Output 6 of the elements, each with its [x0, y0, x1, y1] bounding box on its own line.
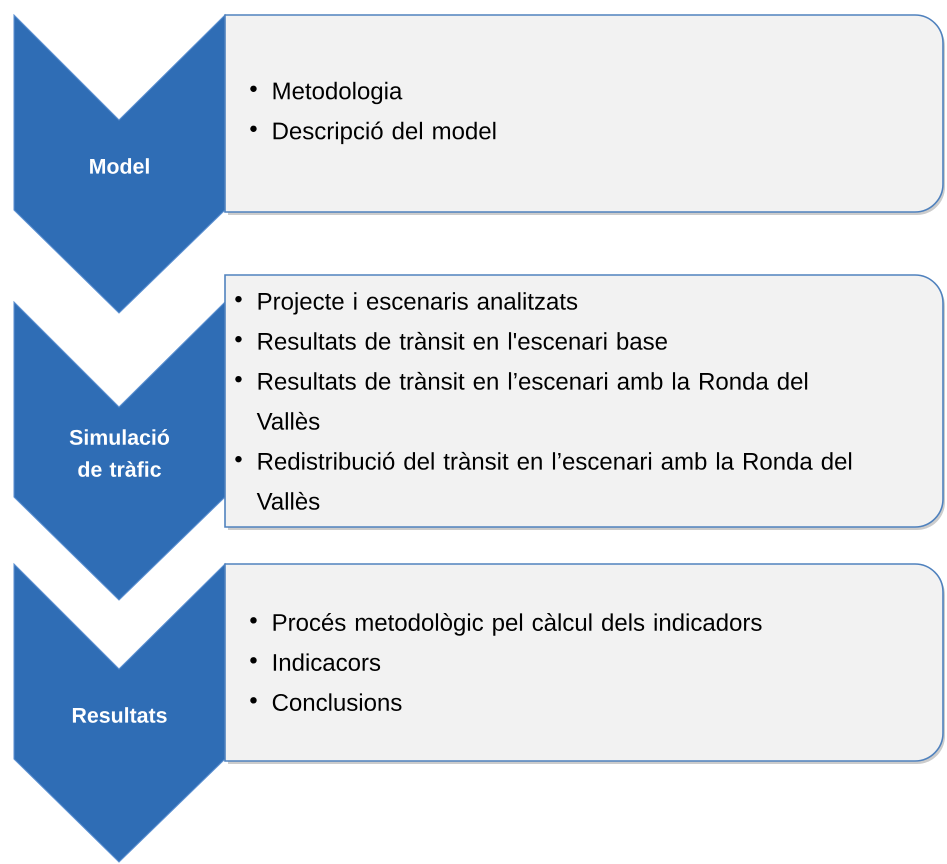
process-step-banner: Simulació de tràfic	[13, 300, 226, 601]
text-box: Projecte i escenaris analitzats Resultats de trànsit en l'escenari base Resultats de trànsit en l’escenari amb la Ronda del Vallès Redistribució del trànsit en l’escenari amb la Ronda del Vallès	[224, 274, 945, 530]
text-box: Metodologia Descripció del model	[224, 14, 945, 215]
text-box: Procés metodològic pel càlcul dels indicadors Indicacors Conclusions	[224, 563, 945, 764]
process-step-banner: Model	[13, 14, 226, 314]
process-step-banner: Resultats	[13, 562, 226, 863]
